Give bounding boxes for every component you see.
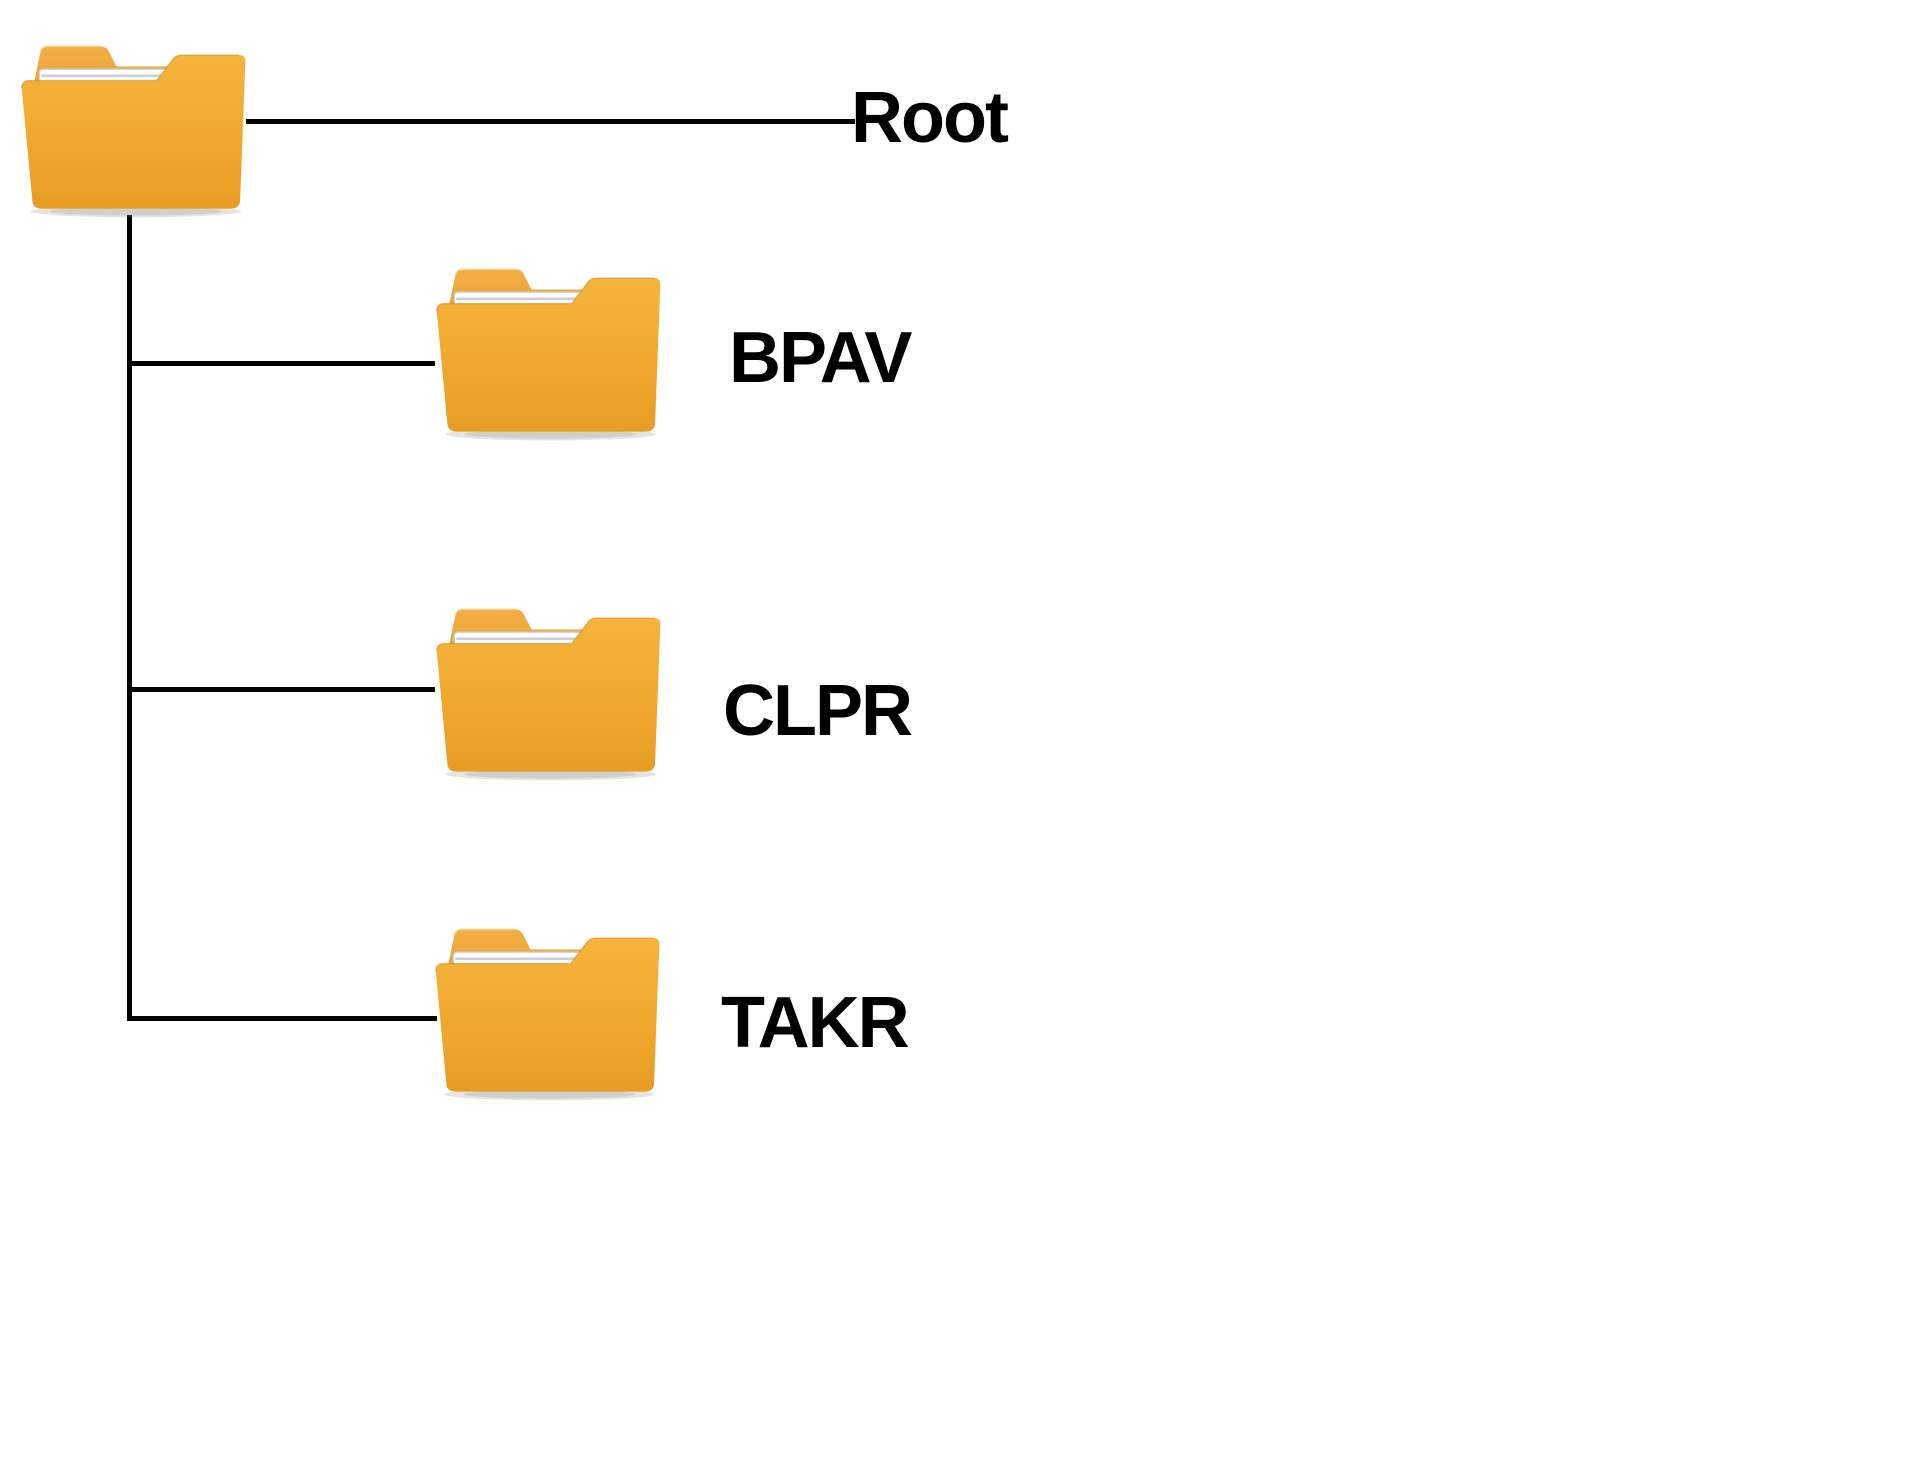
- child-node-label: TAKR: [721, 983, 910, 1063]
- child-node-label: BPAV: [729, 318, 912, 398]
- root-node-label: Root: [851, 78, 1009, 158]
- connector-root-label: [246, 119, 855, 124]
- folder-icon: [434, 925, 662, 1103]
- folder-icon: [435, 265, 663, 443]
- folder-icon: [435, 605, 663, 783]
- connector-branch-clpr: [127, 687, 435, 692]
- connector-branch-takr: [127, 1016, 437, 1021]
- connector-branch-bpav: [127, 361, 435, 366]
- connector-trunk: [127, 215, 132, 1021]
- child-node-label: CLPR: [723, 671, 913, 751]
- folder-icon: [20, 42, 248, 220]
